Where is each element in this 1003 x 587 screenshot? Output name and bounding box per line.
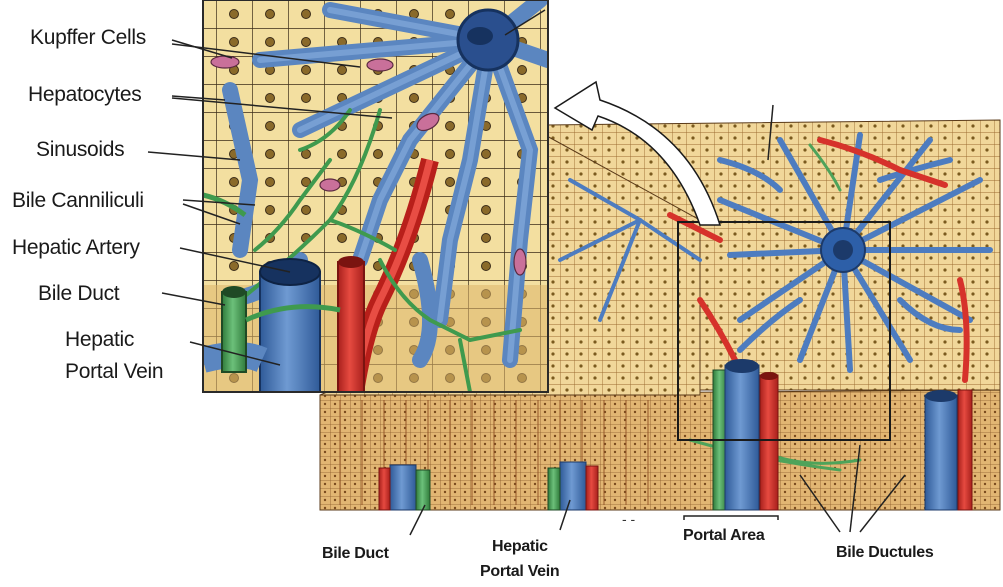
label-hepatic-portal-vein-line2: Portal Vein bbox=[65, 360, 163, 384]
magnified-inset bbox=[203, 0, 548, 392]
label-hepatic-portal-vein-line1: Hepatic bbox=[65, 328, 134, 352]
label-bottom-portal-vein-line2: Portal Vein bbox=[480, 562, 559, 581]
svg-text:- -: - - bbox=[622, 511, 636, 527]
label-portal-area: Portal Area bbox=[683, 526, 764, 545]
label-hepatic-artery: Hepatic Artery bbox=[12, 236, 140, 260]
label-bottom-bile-duct: Bile Duct bbox=[322, 544, 389, 563]
label-hepatocytes: Hepatocytes bbox=[28, 83, 141, 107]
central-vein-lumen bbox=[833, 240, 853, 260]
portal-area-bracket bbox=[684, 516, 778, 520]
label-kupffer-cells: Kupffer Cells bbox=[30, 26, 146, 50]
label-bile-ductules: Bile Ductules bbox=[836, 543, 933, 562]
label-bile-canniliculi: Bile Canniliculi bbox=[12, 189, 144, 213]
label-bile-duct: Bile Duct bbox=[38, 282, 119, 306]
label-sinusoids: Sinusoids bbox=[36, 138, 124, 162]
label-bottom-portal-vein-line1: Hepatic bbox=[492, 537, 548, 556]
